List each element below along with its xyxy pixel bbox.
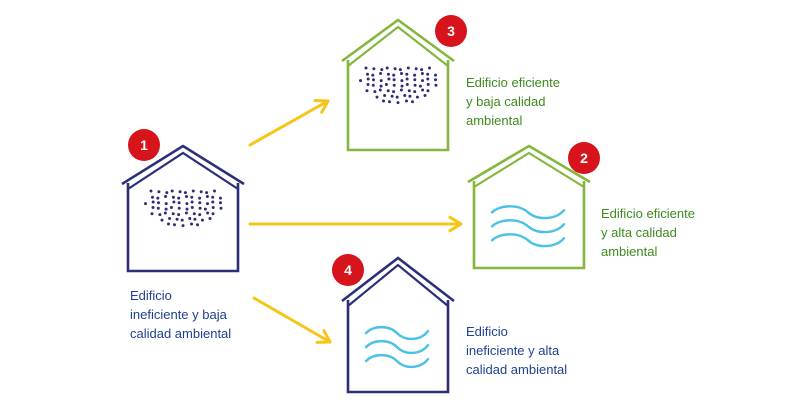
- badge-2-number: 2: [580, 150, 588, 166]
- house-3-label-line-3: ambiental: [466, 113, 523, 128]
- house-2-label: Edificio eficiente y alta calidad ambien…: [601, 204, 695, 261]
- arrow-right-icon: [248, 215, 463, 233]
- badge-3: 3: [435, 15, 467, 47]
- house-4-inefficient-high-quality: [341, 256, 455, 394]
- house-1-walls: [126, 183, 240, 273]
- house-4-roof-inner: [347, 263, 449, 307]
- arrows-group: [248, 99, 463, 344]
- house-4-roof-outer: [341, 256, 455, 303]
- house-2-label-line-1: Edificio eficiente: [601, 206, 695, 221]
- badge-4-number: 4: [344, 262, 352, 278]
- house-4-walls: [346, 300, 450, 394]
- house-3-particles-icon: [359, 66, 438, 105]
- arrow-down-right-icon: [252, 296, 332, 344]
- house-1-inefficient-low-quality: [121, 144, 245, 273]
- badge-3-circle: [435, 15, 467, 47]
- house-4-air-flow-icon: [364, 325, 430, 369]
- house-3-label-line-1: Edificio eficiente: [466, 75, 560, 90]
- house-3-label: Edificio eficiente y baja calidad ambien…: [466, 73, 560, 130]
- house-2-roof-inner: [473, 151, 585, 188]
- house-2-roof-outer: [467, 144, 591, 184]
- house-1-label-line-2: ineficiente y baja: [130, 307, 227, 322]
- house-1-particles-icon: [144, 189, 223, 228]
- house-3-label-line-2: y baja calidad: [466, 94, 546, 109]
- house-1-label: Edificio ineficiente y baja calidad ambi…: [130, 286, 231, 343]
- house-2-label-line-3: ambiental: [601, 244, 658, 259]
- house-4-label-line-2: ineficiente y alta: [466, 343, 560, 358]
- badge-3-number: 3: [447, 23, 455, 39]
- house-1-roof-outer: [121, 144, 245, 186]
- number-badges: 1 2 3 4: [128, 15, 600, 286]
- badge-4-circle: [332, 254, 364, 286]
- house-4-label: Edificio ineficiente y alta calidad ambi…: [466, 322, 567, 379]
- house-3-roof-inner: [347, 25, 449, 67]
- house-3-walls: [346, 60, 450, 152]
- badge-2-circle: [568, 142, 600, 174]
- house-3-roof-outer: [341, 18, 455, 63]
- house-3-efficient-low-quality: [341, 18, 455, 152]
- house-4-label-line-3: calidad ambiental: [466, 362, 568, 377]
- badge-1-circle: [128, 129, 160, 161]
- badge-4: 4: [332, 254, 364, 286]
- badge-1-number: 1: [140, 137, 148, 153]
- house-2-label-line-2: y alta calidad: [601, 225, 677, 240]
- house-1-label-line-3: calidad ambiental: [130, 326, 232, 341]
- badge-1: 1: [128, 129, 160, 161]
- arrow-up-right-icon: [248, 99, 330, 147]
- house-2-efficient-high-quality: [467, 144, 591, 270]
- badge-2: 2: [568, 142, 600, 174]
- house-4-label-line-1: Edificio: [466, 324, 508, 339]
- house-2-air-flow-icon: [490, 205, 566, 248]
- house-1-label-line-1: Edificio: [130, 288, 172, 303]
- house-1-roof-inner: [127, 151, 239, 190]
- house-2-walls: [472, 181, 586, 270]
